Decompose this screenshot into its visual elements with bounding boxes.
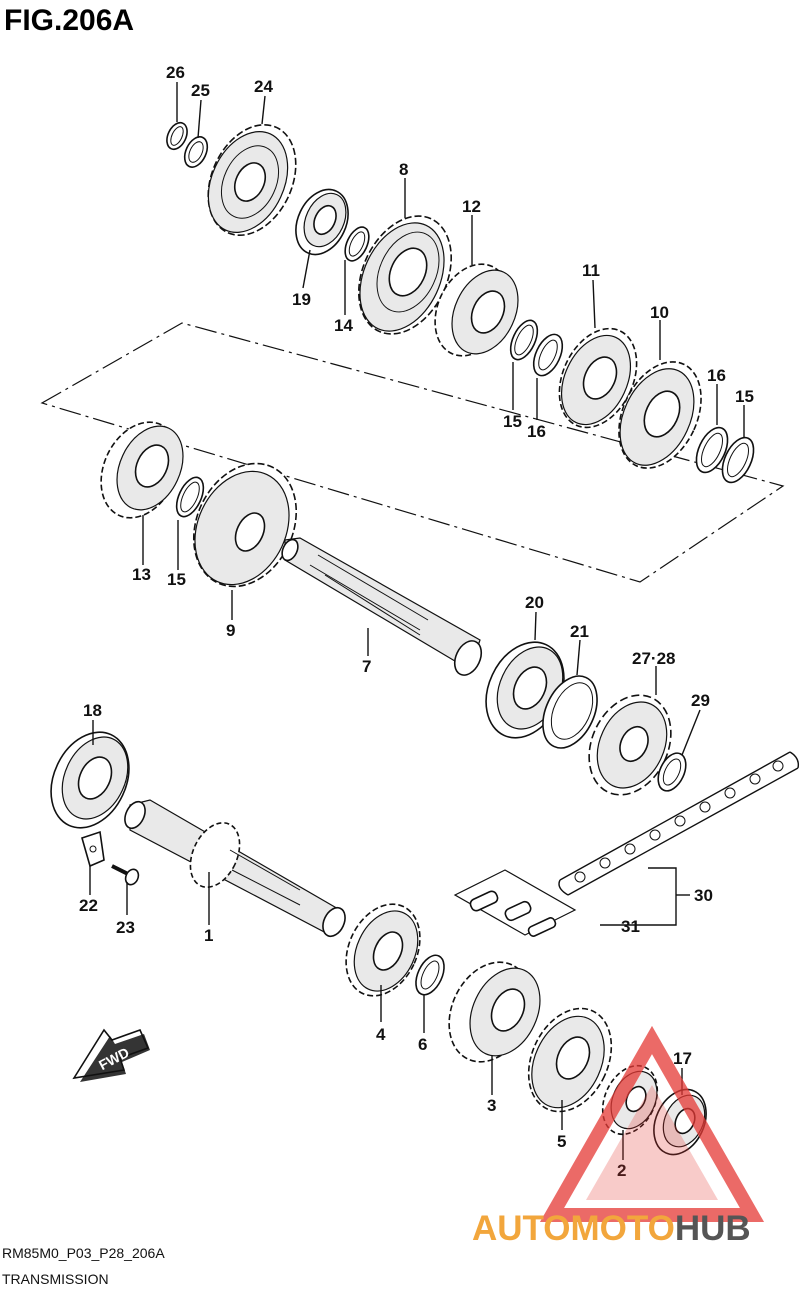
watermark-part1: AUTOMOTO <box>472 1209 675 1248</box>
callout-label: 26 <box>166 63 185 82</box>
callout-label: 29 <box>691 691 710 710</box>
bearing-retainer-part <box>81 830 105 868</box>
callout-label: 16 <box>527 422 546 441</box>
countershaft-part <box>281 537 483 676</box>
callout-label: 4 <box>376 1025 386 1044</box>
washer-part <box>695 426 729 474</box>
drive-chain-part <box>558 751 800 896</box>
circlip-part <box>166 121 188 151</box>
callout-label: 8 <box>399 160 408 179</box>
callout-label: 17 <box>673 1049 692 1068</box>
group-boundary <box>40 322 785 583</box>
oil-seal-part <box>542 675 598 749</box>
gear-part <box>434 263 519 357</box>
washer-part <box>532 333 564 377</box>
screw-part <box>111 864 140 886</box>
callout-label: 13 <box>132 565 151 584</box>
callout-label: 9 <box>226 621 235 640</box>
part-callouts: 26 25 24 8 12 19 14 11 10 16 15 15 16 13… <box>79 63 754 1180</box>
callout-label: 15 <box>735 387 754 406</box>
callout-label: 3 <box>487 1096 496 1115</box>
gear-part <box>207 123 297 237</box>
watermark-logo <box>539 1025 765 1222</box>
callout-label: 19 <box>292 290 311 309</box>
callout-label: 25 <box>191 81 210 100</box>
circlip-part <box>415 954 445 996</box>
callout-label: 7 <box>362 657 371 676</box>
callout-label: 15 <box>167 570 186 589</box>
gear-part <box>357 215 453 335</box>
circlip-part <box>657 752 687 792</box>
callout-label: 14 <box>334 316 353 335</box>
bearing-part <box>50 731 130 829</box>
figure-caption: TRANSMISSION <box>2 1271 109 1287</box>
bearing-part <box>295 188 349 256</box>
callout-label: 24 <box>254 77 273 96</box>
watermark-part2: HUB <box>675 1209 751 1248</box>
callout-label: 30 <box>694 886 713 905</box>
watermark-text: AUTOMOTOHUB <box>472 1209 751 1248</box>
callout-label: 21 <box>570 622 589 641</box>
circlip-part <box>509 319 539 361</box>
chain-joint-part <box>453 869 577 937</box>
callout-label: 10 <box>650 303 669 322</box>
callout-label: 1 <box>204 926 213 945</box>
leader-lines <box>89 82 745 1160</box>
callout-label: 27·28 <box>632 649 675 668</box>
gear-part <box>558 327 638 429</box>
gear-part <box>100 421 184 519</box>
figure-code: RM85M0_P03_P28_206A <box>2 1245 165 1261</box>
callout-label: 20 <box>525 593 544 612</box>
callout-label: 23 <box>116 918 135 937</box>
forward-direction-arrow: FWD <box>72 1028 150 1082</box>
circlip-part <box>721 436 755 484</box>
gear-part <box>345 903 421 997</box>
figure-title: FIG.206A <box>4 4 134 37</box>
callout-label: 15 <box>503 412 522 431</box>
gear-part <box>527 1007 613 1113</box>
circlip-part <box>175 476 205 518</box>
callout-label: 22 <box>79 896 98 915</box>
washer-part <box>183 136 209 168</box>
callout-label: 11 <box>582 261 600 280</box>
gear-part <box>192 462 298 588</box>
callout-label: 6 <box>418 1035 427 1054</box>
callout-label: 2 <box>617 1161 626 1180</box>
main-shaft-part <box>124 799 346 938</box>
callout-label: 5 <box>557 1132 566 1151</box>
gear-part <box>448 961 541 1063</box>
callout-label: 16 <box>707 366 726 385</box>
sprocket-part <box>588 694 672 796</box>
gear-part <box>618 361 702 469</box>
callout-label: 18 <box>83 701 102 720</box>
callout-label: 12 <box>462 197 481 216</box>
washer-part <box>344 226 370 262</box>
callout-label: 31 <box>621 917 640 936</box>
